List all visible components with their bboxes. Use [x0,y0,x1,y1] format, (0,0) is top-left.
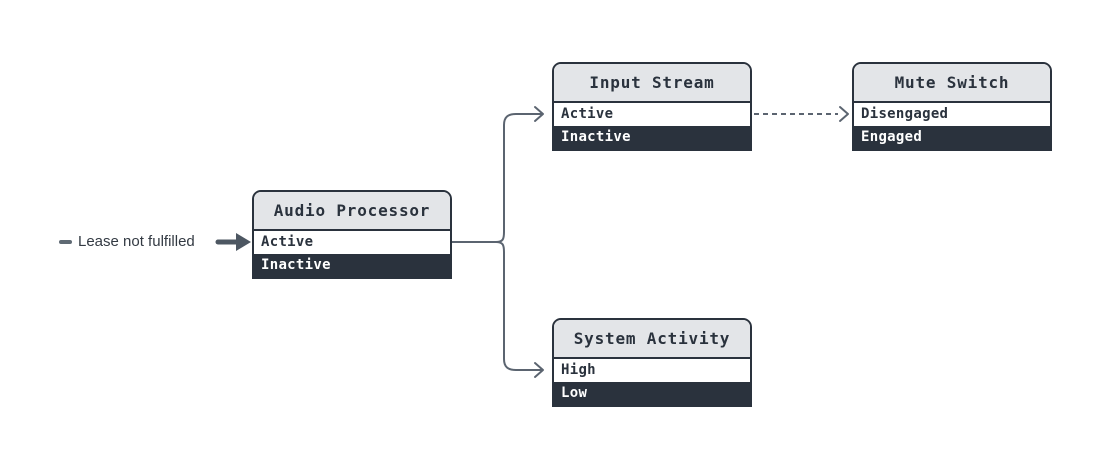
edge-branch-up [495,113,542,243]
edge-input-to-mute [754,106,849,122]
edge-branch-down [495,241,542,371]
state-row-engaged: Engaged [854,126,1050,149]
arrowhead-mute-switch [839,106,849,122]
state-row-active: Active [254,231,450,254]
state-row-low: Low [554,382,750,405]
arrowhead-system-activity [534,362,544,378]
state-row-disengaged: Disengaged [854,103,1050,126]
node-audio-processor: Audio Processor Active Inactive [252,190,452,279]
arrowhead-input-stream [534,106,544,122]
state-row-inactive: Inactive [254,254,450,277]
node-title: Input Stream [554,64,750,103]
state-row-active: Active [554,103,750,126]
node-mute-switch: Mute Switch Disengaged Engaged [852,62,1052,151]
edge-audio-fork [451,106,544,378]
node-title: Mute Switch [854,64,1050,103]
annotation-marks [59,233,251,251]
annotation-arrow-head [236,233,251,251]
node-input-stream: Input Stream Active Inactive [552,62,752,151]
state-row-inactive: Inactive [554,126,750,149]
node-title: System Activity [554,320,750,359]
annotation-label: Lease not fulfilled [78,233,195,250]
state-row-high: High [554,359,750,382]
node-system-activity: System Activity High Low [552,318,752,407]
node-title: Audio Processor [254,192,450,231]
